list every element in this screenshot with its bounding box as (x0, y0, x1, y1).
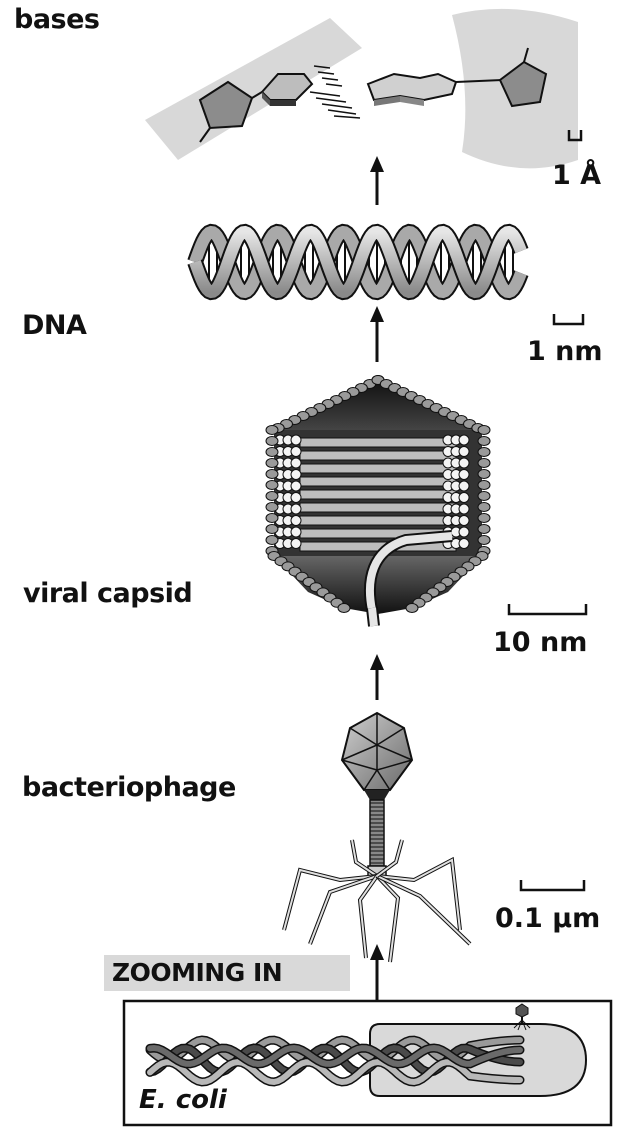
ecoli-label: E. coli (139, 1085, 227, 1115)
scale-bar-phage (521, 880, 584, 890)
dna-double-helix (195, 232, 521, 292)
bacteriophage-label: bacteriophage (22, 772, 236, 803)
scale-label-phage: 0.1 μm (495, 903, 600, 934)
zooming-in-label: ZOOMING IN (112, 958, 282, 987)
dna-label: DNA (22, 310, 86, 341)
viral-capsid-label: viral capsid (23, 578, 192, 609)
bases-label: bases (14, 4, 100, 35)
bacteriophage-illustration (284, 713, 470, 962)
bases-illustration (145, 9, 578, 168)
scale-bar-dna (554, 314, 583, 324)
scale-label-dna: 1 nm (527, 336, 603, 367)
scale-label-bases: 1 Å (552, 160, 601, 191)
scale-bar-capsid (509, 604, 586, 614)
viral-capsid-illustration (266, 376, 490, 627)
scale-label-capsid: 10 nm (493, 627, 587, 658)
